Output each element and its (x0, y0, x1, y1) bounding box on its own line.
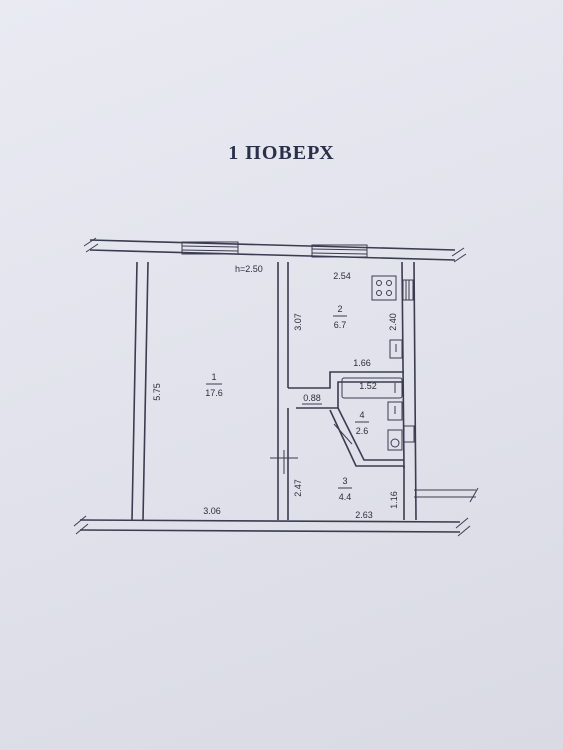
wall-break-left (83, 237, 99, 253)
room-4-area: 2.6 (356, 426, 369, 436)
dim-door-width: 0.88 (303, 393, 321, 403)
outer-wall-left-inner (142, 261, 149, 521)
dim-kitchen-height: 3.07 (293, 313, 303, 331)
ceiling-height-label: h=2.50 (235, 264, 263, 274)
dim-bath-width: 1.52 (359, 381, 377, 391)
partition-bath-diagonal (337, 407, 404, 461)
door-bath (333, 423, 353, 445)
room-3-number: 3 (342, 476, 347, 486)
window-right-lower (403, 425, 415, 443)
bath-sink-icon (387, 401, 403, 421)
partition-bath-diagonal-outer (329, 409, 404, 467)
outer-wall-left (131, 261, 138, 521)
room-1-number: 1 (211, 372, 216, 382)
wall-break-bottom-left (73, 515, 89, 535)
stove-icon (371, 275, 397, 301)
outer-wall-top (89, 239, 456, 251)
window-right (402, 279, 414, 301)
wall-break-right (451, 247, 467, 263)
partition-bath-top (296, 381, 402, 409)
bathtub-icon (341, 377, 403, 399)
page-title: 1 ПОВЕРХ (228, 142, 335, 164)
room-4-number: 4 (359, 410, 364, 420)
dim-room1-height: 5.75 (152, 383, 162, 401)
wall-break-entrance (469, 487, 479, 503)
dim-hall-height: 2.47 (293, 479, 303, 497)
dim-kitchen-right: 2.40 (388, 313, 398, 331)
wall-break-bottom-right (455, 517, 471, 537)
dim-room1-width: 3.06 (203, 506, 221, 516)
window-kitchen (311, 244, 368, 258)
toilet-icon (387, 429, 403, 451)
window-room1 (181, 241, 239, 255)
room-1-area: 17.6 (205, 388, 223, 398)
partition-kitchen-bottom (288, 371, 404, 389)
room-2-number: 2 (337, 304, 342, 314)
outer-wall-bottom (79, 519, 461, 523)
outer-wall-right (413, 261, 417, 521)
dim-kitchen-bottom: 1.66 (353, 358, 371, 368)
outer-wall-bottom-outer (79, 529, 461, 533)
room-2-area: 6.7 (334, 320, 347, 330)
dim-kitchen-width: 2.54 (333, 271, 351, 281)
dim-hall-width: 2.63 (355, 510, 373, 520)
room-3-area: 4.4 (339, 492, 352, 502)
sink-icon (389, 339, 403, 359)
dim-side-small: 1.16 (389, 491, 399, 509)
outer-wall-top-inner (89, 249, 456, 261)
